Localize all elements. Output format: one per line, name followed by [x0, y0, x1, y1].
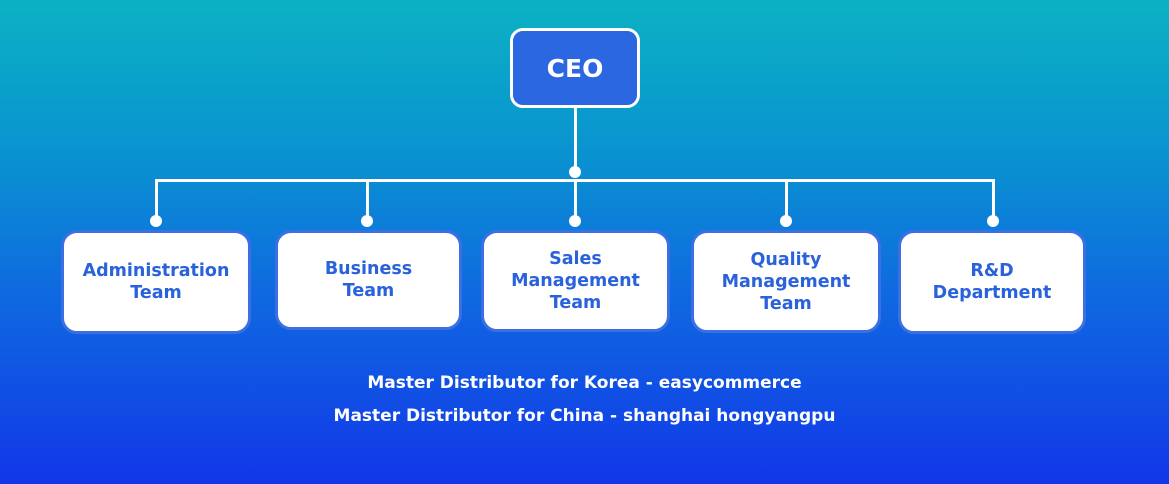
- team-label: Quality Management Team: [721, 249, 851, 314]
- team-label: Administration Team: [82, 261, 230, 303]
- team-label: Business Team: [324, 259, 413, 301]
- connector-dot-rnd: [987, 215, 999, 227]
- connector-administration: [155, 179, 158, 219]
- ceo-label: CEO: [546, 53, 604, 83]
- connector-business: [366, 179, 369, 219]
- connector-dot-sales: [569, 215, 581, 227]
- team-label: Sales Management Team: [511, 249, 640, 313]
- team-node-rnd-department: R&D Department: [898, 230, 1086, 334]
- distributor-china: Master Distributor for China - shanghai …: [333, 406, 836, 426]
- team-node-administration: Administration Team: [61, 230, 251, 334]
- team-label: R&D Department: [932, 261, 1052, 303]
- team-node-sales-management: Sales Management Team: [481, 230, 670, 332]
- ceo-connector-dot: [569, 166, 581, 178]
- team-node-quality-management: Quality Management Team: [691, 230, 881, 333]
- connector-sales: [574, 182, 577, 219]
- connector-dot-administration: [150, 215, 162, 227]
- ceo-connector-line: [574, 105, 577, 171]
- ceo-node: CEO: [510, 28, 640, 108]
- team-node-business: Business Team: [275, 230, 462, 330]
- horizontal-connector: [155, 179, 995, 182]
- distributor-korea: Master Distributor for Korea - easycomme…: [367, 373, 802, 393]
- connector-dot-quality: [780, 215, 792, 227]
- connector-rnd: [992, 179, 995, 219]
- connector-quality: [785, 179, 788, 219]
- connector-dot-business: [361, 215, 373, 227]
